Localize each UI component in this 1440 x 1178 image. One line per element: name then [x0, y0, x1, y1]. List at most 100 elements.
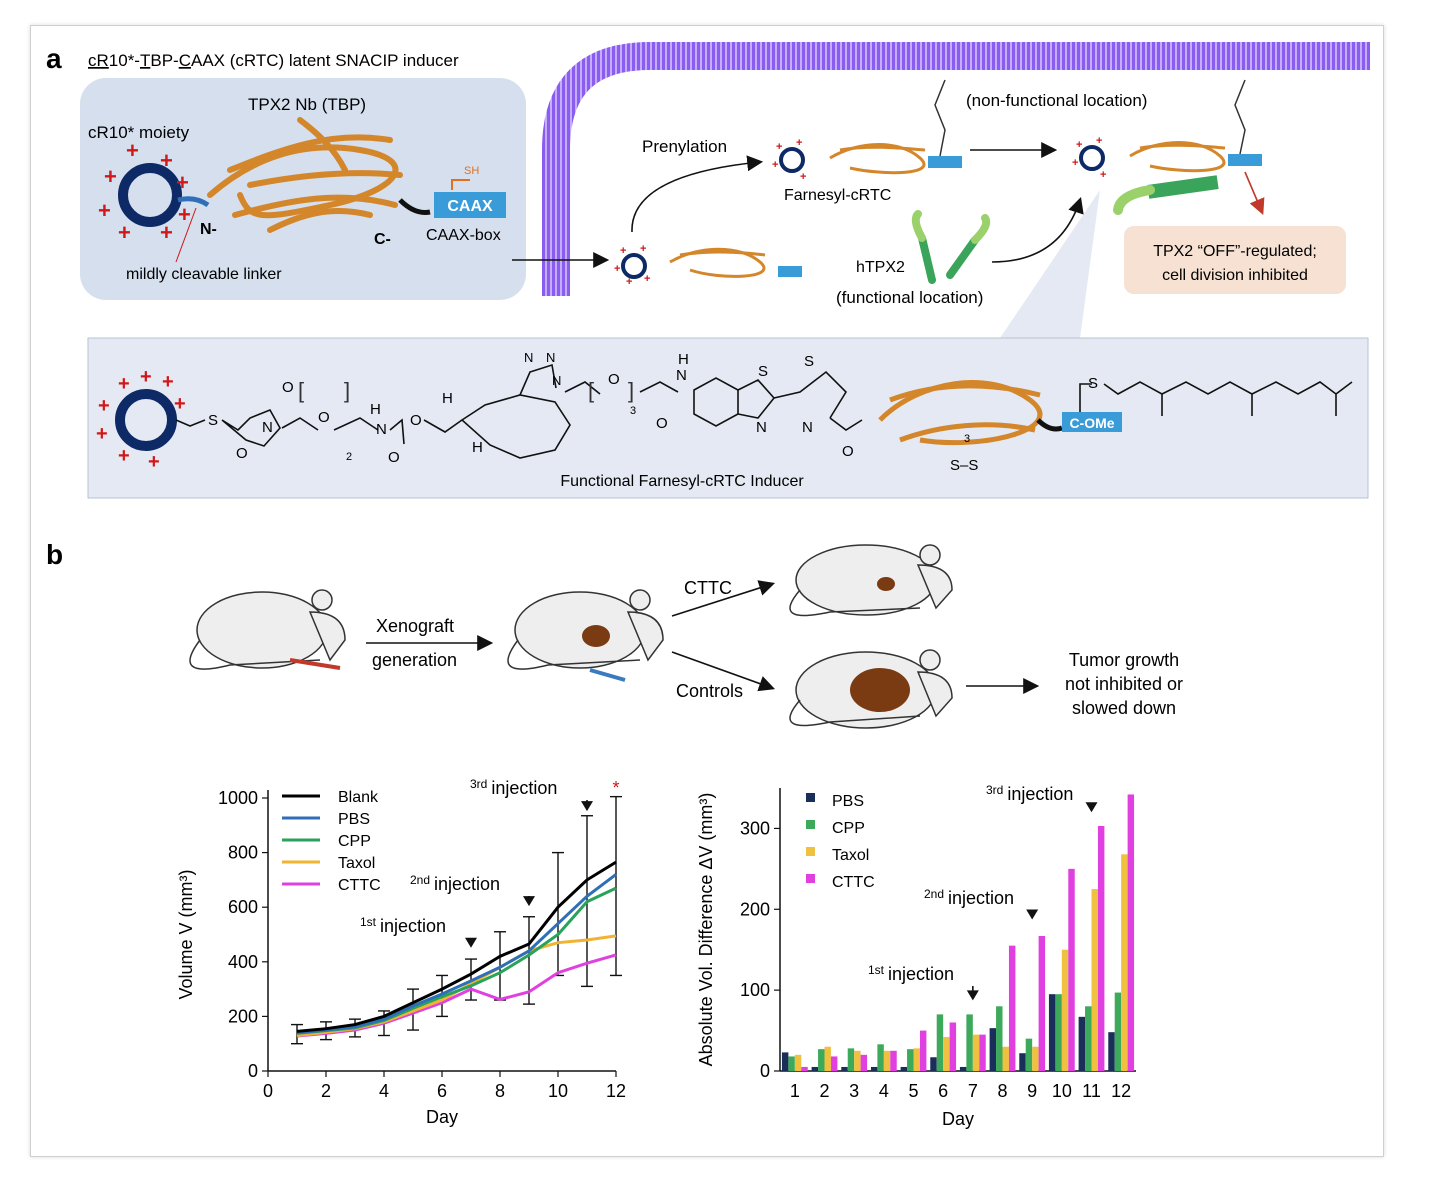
chem-nh1: H: [370, 401, 381, 418]
linker-pointer: [175, 207, 197, 263]
svg-text:+: +: [148, 451, 160, 473]
bar-taxol: [794, 1054, 802, 1071]
x-axis-label: Day: [942, 1109, 974, 1129]
svg-text:+: +: [1072, 157, 1078, 169]
bar-cttc: [801, 1066, 808, 1071]
chem-s4: S: [1088, 375, 1098, 392]
y-axis-label: Volume V (mm³): [176, 869, 196, 999]
legend-label-cttc: CTTC: [338, 877, 381, 894]
crtc-box: [80, 78, 526, 300]
chem-o2: O: [236, 445, 248, 462]
controls-label: Controls: [676, 681, 743, 701]
c-term: C-: [374, 231, 391, 248]
svg-text:+: +: [800, 171, 806, 183]
injection-arrow-3-head: [1085, 802, 1098, 813]
legend-label-cpp: CPP: [338, 833, 371, 850]
small-crtc: +++++: [614, 243, 802, 288]
n-term: N-: [200, 221, 217, 238]
bar-taxol: [1121, 854, 1128, 1071]
chem-o3: O: [318, 409, 330, 426]
bar-cpp: [877, 1044, 884, 1071]
off-line2: cell division inhibited: [1162, 267, 1308, 284]
chem-n8: N: [802, 419, 813, 436]
bar-cpp: [1085, 1006, 1092, 1071]
bar-taxol: [883, 1050, 891, 1071]
x-tick-label: 0: [263, 1081, 273, 1101]
tumor-line3: slowed down: [1072, 698, 1176, 718]
membrane: [542, 42, 1370, 296]
title-rest: AAX (cRTC) latent SNACIP inducer: [191, 51, 459, 70]
callout-triangle: [1000, 190, 1100, 338]
svg-text:+: +: [162, 371, 174, 393]
bar-cttc: [1008, 945, 1016, 1071]
panel-a-title: cR10*-TBP-CAAX (cRTC) latent SNACIP indu…: [88, 51, 459, 70]
chem-o8: O: [842, 443, 854, 460]
svg-text:+: +: [640, 243, 646, 255]
bar-taxol: [1061, 949, 1069, 1071]
non-functional-label: (non-functional location): [966, 91, 1147, 110]
inducer-structure: ++++++++ S O O N [ O ] 2 H N O O H H N N…: [96, 350, 1353, 474]
x-tick-label: 12: [1111, 1081, 1131, 1101]
bar-taxol: [1032, 1046, 1039, 1071]
title-c: c: [88, 51, 97, 70]
bar-pbs: [900, 1066, 908, 1071]
mouse-injection: [189, 589, 346, 670]
svg-text:+: +: [620, 245, 626, 257]
chem-n5: N: [552, 373, 561, 388]
x-tick-label: 3: [849, 1081, 859, 1101]
legend-label-blank: Blank: [338, 789, 379, 806]
svg-text:+: +: [160, 148, 173, 173]
bar-taxol: [1002, 1046, 1009, 1071]
mouse-tumor: [507, 589, 664, 682]
protein-ribbon: [207, 117, 403, 233]
bar-pbs: [1019, 1053, 1026, 1071]
legend-label-pbs: PBS: [338, 811, 370, 828]
legend-swatch-pbs: [806, 793, 815, 802]
bar-taxol: [824, 1046, 831, 1071]
tail: [398, 198, 431, 215]
arrow-htpx2: [991, 196, 1084, 263]
bar-cpp: [907, 1049, 914, 1071]
svg-text:[: [: [298, 378, 304, 403]
chem-n4: N: [546, 350, 555, 365]
bar-pbs: [1078, 1016, 1086, 1071]
bar-cttc: [1097, 826, 1105, 1071]
mouse-large-tumor: [789, 649, 953, 729]
tpx2-nb-label: TPX2 Nb (TBP): [248, 95, 366, 114]
cr10-moiety-label: cR10* moiety: [88, 123, 190, 142]
c-ome-label: C-OMe: [1069, 415, 1114, 431]
bar-pbs: [841, 1066, 848, 1071]
chem-o6: O: [608, 371, 620, 388]
svg-text:+: +: [104, 164, 117, 189]
y-tick-label: 200: [740, 899, 770, 919]
bar-cpp: [996, 1006, 1003, 1071]
x-tick-label: 4: [379, 1081, 389, 1101]
functional-location-label: (functional location): [836, 288, 983, 307]
x-tick-label: 5: [908, 1081, 918, 1101]
farnesyl-crtc-molecule: ++++: [772, 79, 962, 183]
chem-s2: S: [758, 363, 768, 380]
bar-pbs: [959, 1066, 967, 1071]
bar-cttc: [830, 1056, 838, 1071]
x-tick-label: 6: [938, 1081, 948, 1101]
chem-n1: N: [262, 419, 273, 436]
svg-text:+: +: [98, 198, 111, 223]
svg-text:+: +: [626, 276, 632, 288]
bar-pbs: [811, 1066, 819, 1071]
svg-text:+: +: [96, 423, 108, 445]
bar-cttc: [1038, 935, 1046, 1071]
svg-text:+: +: [118, 220, 131, 245]
svg-text:]: ]: [628, 378, 634, 403]
svg-text:+: +: [1100, 169, 1106, 181]
bar-taxol: [972, 1034, 980, 1071]
series-line-cttc: [296, 953, 617, 1038]
chem-h2: H: [472, 439, 483, 456]
sh-bond: [451, 179, 470, 190]
x-tick-label: 9: [1027, 1081, 1037, 1101]
y-tick-label: 100: [740, 980, 770, 1000]
series-line-blank: [296, 860, 617, 1033]
